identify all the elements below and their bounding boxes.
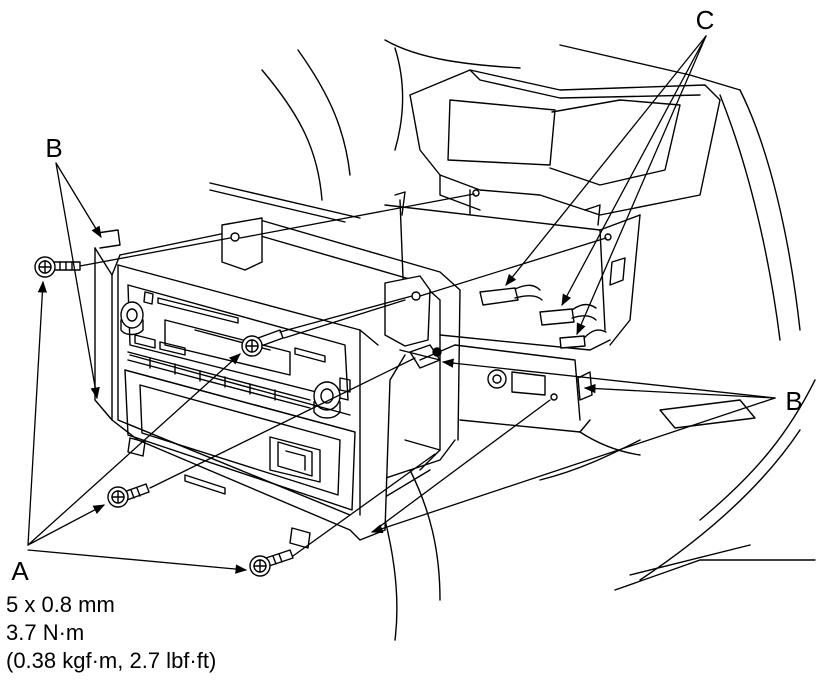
spec-torque-alt: (0.38 kgf·m, 2.7 lbf·ft)	[6, 648, 216, 673]
audio-unit-bezel	[94, 247, 406, 549]
label-b-left: B	[45, 133, 62, 163]
connectors-c	[479, 284, 607, 349]
spec-torque: 3.7 N·m	[6, 620, 84, 645]
label-a: A	[11, 556, 29, 586]
dashboard-background	[209, 39, 816, 641]
label-b-right: B	[785, 386, 802, 416]
audio-unit-housing	[96, 217, 461, 501]
screw-a-lower-left	[107, 483, 150, 508]
upper-display-recess	[409, 69, 721, 216]
leader-lines	[27, 35, 776, 574]
label-c: C	[696, 5, 715, 35]
screw-a-center	[241, 329, 284, 357]
screw-a-bottom	[249, 549, 294, 577]
dashboard-cavity	[384, 189, 641, 456]
spec-bolt-size: 5 x 0.8 mm	[6, 592, 115, 617]
